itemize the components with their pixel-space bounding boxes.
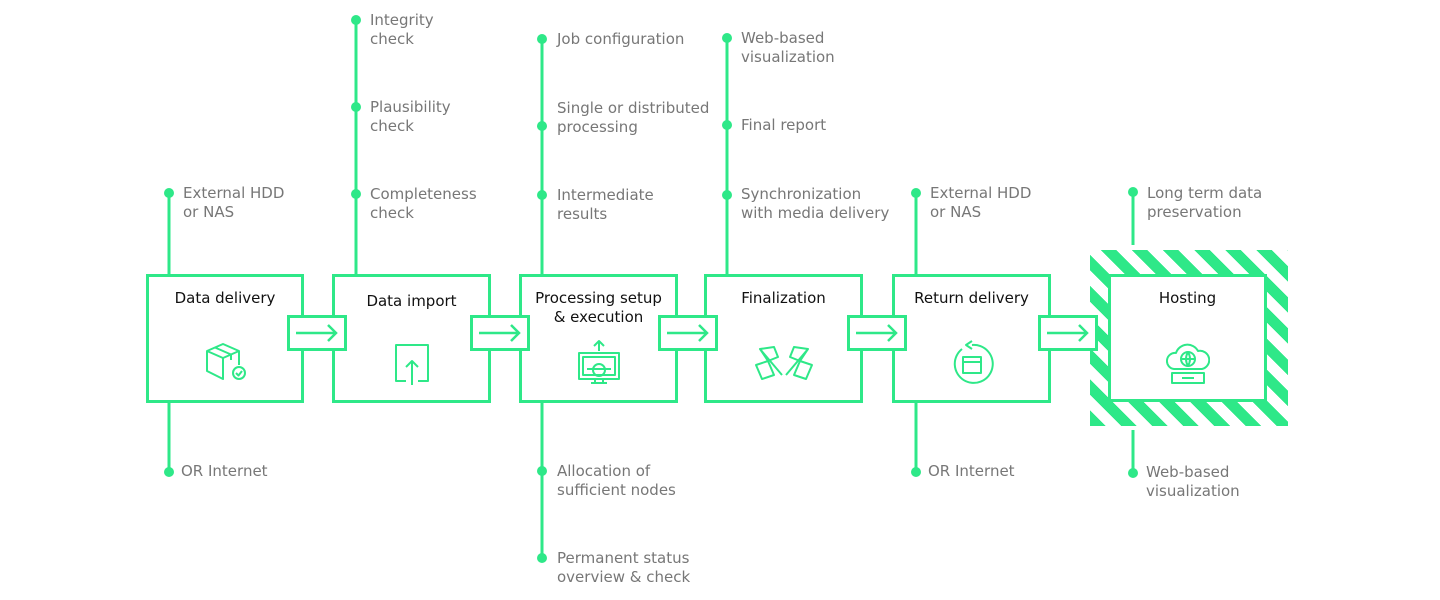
note-line: Long term data xyxy=(1147,184,1263,202)
computer-process-icon xyxy=(577,339,621,391)
final-dot-3 xyxy=(722,190,732,200)
note-processing-1: Job configuration xyxy=(557,30,684,49)
note-processing-3: Intermediate results xyxy=(557,186,654,224)
flow-arrow-1 xyxy=(287,315,347,351)
stage-title-line: Hosting xyxy=(1158,289,1217,307)
flow-arrow-3 xyxy=(658,315,718,351)
import-dot-3 xyxy=(351,189,361,199)
processing-dot-b1 xyxy=(537,466,547,476)
stage-title: Processing setup & execution xyxy=(522,289,675,327)
stage-processing: Processing setup & execution xyxy=(519,274,678,403)
note-return-top: External HDD or NAS xyxy=(930,184,1031,222)
stage-title: Finalization xyxy=(707,289,860,308)
note-line: OR Internet xyxy=(181,462,268,480)
stage-finalization: Finalization xyxy=(704,274,863,403)
note-import-3: Completeness check xyxy=(370,185,477,223)
note-line: Single or distributed xyxy=(557,99,710,117)
note-processing-2: Single or distributed processing xyxy=(557,99,709,137)
note-import-2: Plausibility check xyxy=(370,98,451,136)
note-line: Integrity xyxy=(370,11,434,29)
processing-dot-3 xyxy=(537,190,547,200)
hosting-bottom-dot xyxy=(1128,468,1138,478)
note-line: Job configuration xyxy=(557,30,685,48)
flow-arrow-4 xyxy=(847,315,907,351)
note-final-3: Synchronization with media delivery xyxy=(741,185,889,223)
return-top-dot xyxy=(911,188,921,198)
note-processing-b2: Permanent status overview & check xyxy=(557,549,690,587)
note-hosting-bottom: Web-based visualization xyxy=(1146,463,1240,501)
note-line: with media delivery xyxy=(741,204,890,222)
stage-data-delivery: Data delivery xyxy=(146,274,304,403)
note-line: Plausibility xyxy=(370,98,451,116)
note-line: External HDD xyxy=(183,184,285,202)
note-line: overview & check xyxy=(557,568,691,586)
note-line: Completeness xyxy=(370,185,477,203)
processing-dot-1 xyxy=(537,34,547,44)
crossed-flags-icon xyxy=(754,343,814,387)
note-delivery-bottom: OR Internet xyxy=(181,462,268,481)
stage-title-line: Return delivery xyxy=(914,289,1029,307)
note-line: check xyxy=(370,30,414,48)
note-line: check xyxy=(370,117,414,135)
note-line: check xyxy=(370,204,414,222)
note-line: or NAS xyxy=(183,203,235,221)
note-final-1: Web-based visualization xyxy=(741,29,835,67)
stage-title-line: Data import xyxy=(366,292,457,310)
return-bottom-dot xyxy=(911,467,921,477)
final-dot-1 xyxy=(722,33,732,43)
note-line: Synchronization xyxy=(741,185,862,203)
stage-data-import: Data import xyxy=(332,274,491,403)
import-dot-2 xyxy=(351,102,361,112)
note-line: Allocation of xyxy=(557,462,651,480)
stage-title: Hosting xyxy=(1111,289,1264,308)
stage-title-line: Processing setup xyxy=(535,289,662,307)
note-line: Web-based xyxy=(1146,463,1230,481)
return-box-icon xyxy=(949,339,995,391)
final-dot-2 xyxy=(722,120,732,130)
stage-hosting: Hosting xyxy=(1108,274,1267,402)
upload-icon xyxy=(394,341,430,391)
hosting-top-dot xyxy=(1128,187,1138,197)
processing-dot-2 xyxy=(537,121,547,131)
processing-dot-b2 xyxy=(537,553,547,563)
stage-title-line: Finalization xyxy=(741,289,826,307)
stage-title: Data delivery xyxy=(149,289,301,308)
delivery-top-dot xyxy=(164,188,174,198)
cloud-globe-icon xyxy=(1165,339,1210,391)
note-line: visualization xyxy=(1146,482,1240,500)
note-line: sufficient nodes xyxy=(557,481,676,499)
note-line: processing xyxy=(557,118,638,136)
stage-title-line: Data delivery xyxy=(174,289,276,307)
stage-title-line: & execution xyxy=(553,308,644,326)
note-line: OR Internet xyxy=(928,462,1015,480)
note-processing-b1: Allocation of sufficient nodes xyxy=(557,462,676,500)
note-line: preservation xyxy=(1147,203,1242,221)
stage-return-delivery: Return delivery xyxy=(892,274,1051,403)
flow-arrow-5 xyxy=(1038,315,1098,351)
note-return-bottom: OR Internet xyxy=(928,462,1015,481)
import-dot-1 xyxy=(351,15,361,25)
note-line: Intermediate xyxy=(557,186,654,204)
note-line: Web-based xyxy=(741,29,825,47)
note-line: visualization xyxy=(741,48,835,66)
note-delivery-top: External HDD or NAS xyxy=(183,184,284,222)
note-line: Permanent status xyxy=(557,549,690,567)
note-line: results xyxy=(557,205,608,223)
flow-arrow-2 xyxy=(470,315,530,351)
package-check-icon xyxy=(201,339,249,389)
delivery-bottom-dot xyxy=(164,467,174,477)
note-final-2: Final report xyxy=(741,116,826,135)
note-line: or NAS xyxy=(930,203,982,221)
note-line: Final report xyxy=(741,116,827,134)
note-line: External HDD xyxy=(930,184,1032,202)
stage-title: Return delivery xyxy=(895,289,1048,308)
note-hosting-top: Long term data preservation xyxy=(1147,184,1262,222)
note-import-1: Integrity check xyxy=(370,11,434,49)
stage-title: Data import xyxy=(335,292,488,311)
